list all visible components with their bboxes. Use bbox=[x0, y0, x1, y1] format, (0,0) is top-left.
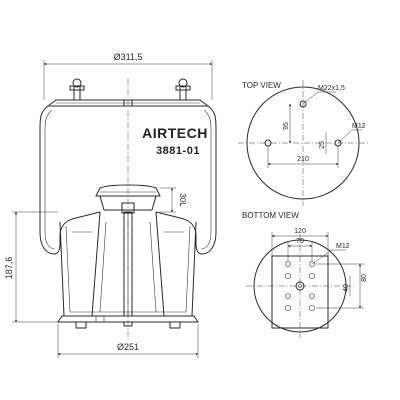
piston-body bbox=[59, 211, 197, 317]
top-view: TOP VIEW M22x1,5 M12 95 25 210 bbox=[238, 80, 368, 206]
bottom-outer-width-label: 120 bbox=[294, 228, 306, 235]
top-diameter-dimension: Ø311,5 bbox=[43, 52, 213, 100]
model-label: 3881-01 bbox=[156, 145, 200, 157]
top-spacing-label: 210 bbox=[297, 156, 309, 163]
top-diameter-label: Ø311,5 bbox=[114, 52, 143, 62]
piston-height-dimension: 30L bbox=[160, 187, 187, 213]
top-stud-right bbox=[175, 78, 191, 100]
piston-height-label: 30L bbox=[178, 193, 187, 207]
bottom-height-label: 80 bbox=[361, 274, 368, 282]
brand-label: AIRTECH bbox=[142, 125, 208, 141]
piston-cap bbox=[95, 184, 161, 214]
top-bolt-label: M12 bbox=[352, 123, 366, 130]
top-view-title: TOP VIEW bbox=[242, 81, 281, 90]
bottom-base-plate bbox=[57, 315, 199, 329]
top-offset-label: 95 bbox=[283, 122, 290, 130]
bottom-view: BOTTOM VIEW 120 70 M12 bbox=[242, 211, 368, 338]
top-stud-left bbox=[69, 78, 85, 100]
bottom-bolt-label: M12 bbox=[336, 243, 350, 250]
top-bead-plate bbox=[46, 99, 210, 107]
bottom-small-label: 40 bbox=[343, 284, 350, 292]
side-view: Ø311,5 AIRT bbox=[4, 52, 217, 358]
top-small-offset-label: 25 bbox=[319, 141, 326, 149]
bottom-diameter-dimension: Ø251 bbox=[57, 324, 199, 358]
top-thread-label: M22x1,5 bbox=[318, 85, 345, 92]
bottom-diameter-label: Ø251 bbox=[117, 342, 139, 352]
height-label: 187,6 bbox=[4, 257, 14, 280]
bottom-inner-width-label: 70 bbox=[296, 238, 304, 245]
air-inlet-hole bbox=[299, 100, 307, 108]
height-dimension: 187,6 bbox=[4, 211, 58, 323]
air-bellow bbox=[39, 105, 217, 255]
bottom-view-title: BOTTOM VIEW bbox=[242, 211, 299, 220]
